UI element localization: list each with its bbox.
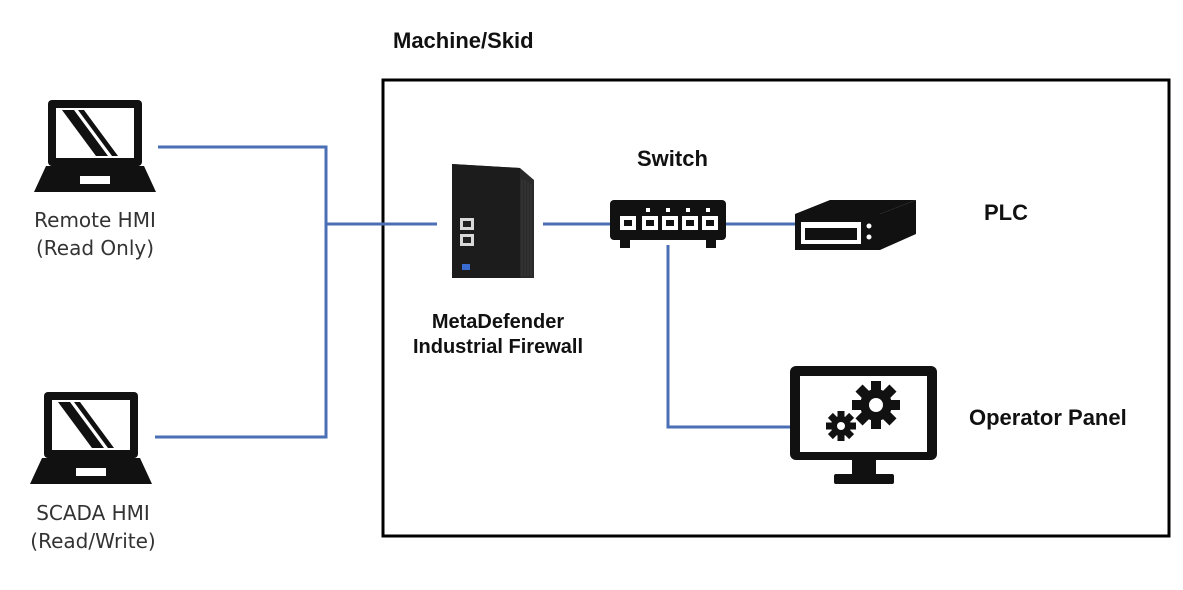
- hmi-bus-line: [155, 145, 328, 439]
- firewall-name-line2: Industrial Firewall: [412, 336, 584, 358]
- firewall-label: MetaDefender Industrial Firewall: [380, 310, 616, 360]
- laptop-icon: [34, 100, 156, 192]
- remote-hmi-label: Remote HMI (Read Only): [0, 206, 190, 262]
- machine-skid-title: Machine/Skid: [393, 28, 534, 53]
- switch-to-panel-line: [666, 245, 790, 429]
- scada-hmi-label: SCADA HMI (Read/Write): [0, 499, 188, 555]
- switch-label: Switch: [637, 146, 708, 171]
- plc-icon: [795, 200, 916, 250]
- remote-hmi-name: Remote HMI: [34, 208, 156, 232]
- laptop-icon: [30, 392, 152, 484]
- large-gear-icon: [852, 381, 900, 429]
- firewall-name-line1: MetaDefender: [431, 311, 565, 333]
- scada-hmi-name: SCADA HMI: [36, 501, 150, 525]
- network-switch-icon: [610, 200, 726, 248]
- firewall-device-icon: [452, 164, 534, 278]
- machine-skid-boundary: [381, 78, 1171, 538]
- small-gear-icon: [826, 411, 856, 441]
- operator-panel-label: Operator Panel: [969, 405, 1127, 430]
- remote-hmi-access: (Read Only): [35, 236, 155, 260]
- connection-lines: [155, 145, 795, 439]
- plc-label: PLC: [984, 200, 1028, 225]
- monitor-gears-icon: [790, 366, 937, 484]
- scada-hmi-access: (Read/Write): [30, 529, 156, 553]
